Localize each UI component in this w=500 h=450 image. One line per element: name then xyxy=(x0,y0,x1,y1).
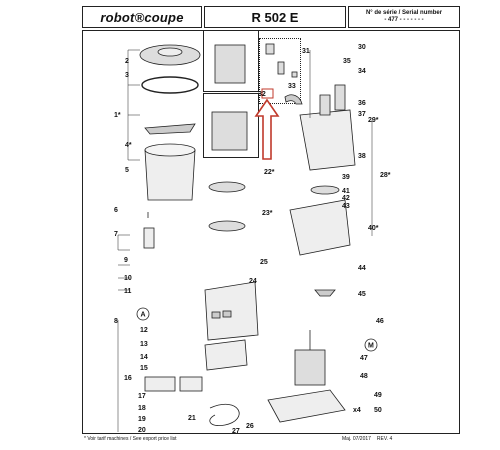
blade-part xyxy=(144,123,196,135)
callout-1: 1* xyxy=(114,112,121,119)
model-title: R 502 E xyxy=(204,6,346,28)
callout-7: 7 xyxy=(114,231,118,238)
bowl-part xyxy=(144,149,196,201)
footer-note: * Voir tarif machines / See export price… xyxy=(84,436,177,442)
callout-21: 21 xyxy=(188,415,196,422)
callout-30: 30 xyxy=(358,44,366,51)
callout-40: 40* xyxy=(368,225,379,232)
callout-27: 27 xyxy=(232,428,240,435)
disc-22-part xyxy=(208,181,246,193)
callout-22: 22* xyxy=(264,169,275,176)
callout-13: 13 xyxy=(140,341,148,348)
callout-14: 14 xyxy=(140,354,148,361)
ejector-part xyxy=(284,94,303,105)
callout-19: 19 xyxy=(138,416,146,423)
serial-box: N° de série / Serial number - 477 - - - … xyxy=(348,6,460,28)
callout-17: 17 xyxy=(138,393,146,400)
callout-8: 8 xyxy=(114,318,118,325)
brand-logo: robot®coupe xyxy=(82,6,202,28)
callout-5: 5 xyxy=(125,167,129,174)
callout-26: 26 xyxy=(246,423,254,430)
circle-a-marker: A xyxy=(136,307,150,321)
callout-38: 38 xyxy=(358,153,366,160)
callout-20: 20 xyxy=(138,427,146,434)
callout-49: 49 xyxy=(374,392,382,399)
circle-a-label: A xyxy=(141,312,146,319)
callout-35: 35 xyxy=(343,58,351,65)
callout-32-highlight: 32 xyxy=(258,91,266,98)
footer-date: Maj. 07/2017 xyxy=(342,436,371,442)
disc-41-part xyxy=(310,185,340,195)
callout-44: 44 xyxy=(358,265,366,272)
veg-prep-lid-part xyxy=(299,109,356,171)
callout-48: 48 xyxy=(360,373,368,380)
callout-33: 33 xyxy=(288,83,296,90)
callout-25: 25 xyxy=(260,259,268,266)
callout-15: 15 xyxy=(140,365,148,372)
callout-11: 11 xyxy=(124,288,132,295)
callout-4: 4* xyxy=(125,142,132,149)
callout-47: 47 xyxy=(360,355,368,362)
circle-m-marker: M xyxy=(364,338,378,352)
bottom-plate-part xyxy=(267,389,346,423)
callout-41: 41 xyxy=(342,188,350,195)
callout-6: 6 xyxy=(114,207,118,214)
callout-10: 10 xyxy=(124,275,132,282)
callout-46: 46 xyxy=(376,318,384,325)
circle-m-label: M xyxy=(368,343,374,350)
callout-45: 45 xyxy=(358,291,366,298)
parts-drawing xyxy=(139,43,356,427)
disc-23-part xyxy=(208,220,246,232)
brand-text: robot®coupe xyxy=(100,9,184,25)
callout-43: 43 xyxy=(342,203,350,210)
serial-label: N° de série / Serial number xyxy=(365,10,443,16)
footer-revision: Maj. 07/2017 REV. 4 xyxy=(342,436,392,442)
highlight-arrow xyxy=(254,88,280,160)
power-cable-part xyxy=(209,403,240,427)
callout-28: 28* xyxy=(380,172,391,179)
callout-34: 34 xyxy=(358,68,366,75)
callout-42: 42 xyxy=(342,195,350,202)
callout-18: 18 xyxy=(138,405,146,412)
callout-24: 24 xyxy=(249,278,257,285)
callout-3: 3 xyxy=(125,72,129,79)
callout-37: 37 xyxy=(358,111,366,118)
motor-base-part xyxy=(204,281,259,341)
callout-50: 50 xyxy=(374,407,382,414)
lid-seal-part xyxy=(141,76,199,94)
pusher-part xyxy=(334,84,346,111)
callout-16: 16 xyxy=(124,375,132,382)
callout-9: 9 xyxy=(124,257,128,264)
qty-x4: x4 xyxy=(353,407,361,414)
callout-31: 31 xyxy=(302,48,310,55)
callout-39: 39 xyxy=(342,174,350,181)
callout-36: 36 xyxy=(358,100,366,107)
serial-value: - 477 - - - - - - - xyxy=(384,17,424,23)
label-part xyxy=(144,376,176,392)
footer-rev: REV. 4 xyxy=(376,436,393,442)
diagram-frame xyxy=(82,30,460,434)
callout-2: 2 xyxy=(125,58,129,65)
model-text: R 502 E xyxy=(251,9,299,25)
callout-29: 29* xyxy=(368,117,379,124)
callout-23: 23* xyxy=(262,210,273,217)
callout-12: 12 xyxy=(140,327,148,334)
control-panel-part xyxy=(204,339,248,371)
veg-bowl-part xyxy=(289,199,351,256)
motor-part xyxy=(294,349,326,386)
feet-part xyxy=(314,289,336,297)
